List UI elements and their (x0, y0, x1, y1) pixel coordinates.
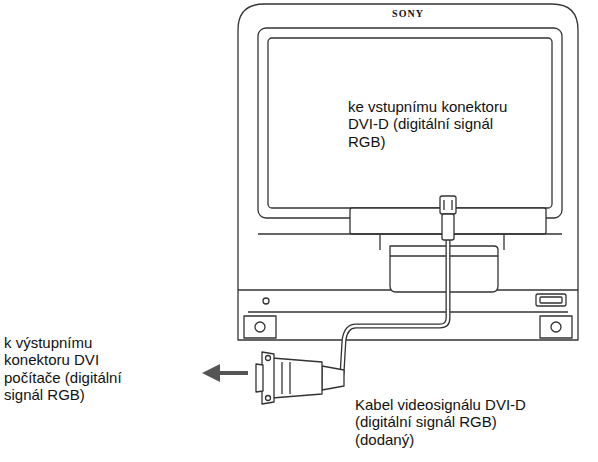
arrow-head (202, 364, 220, 382)
plug-screw (266, 396, 271, 401)
housing-seam (248, 311, 568, 312)
monitor-plug (440, 196, 456, 214)
output-connector-note: k výstupnímu konektoru DVI počítače (dig… (4, 334, 154, 403)
cable-holder (390, 246, 498, 292)
cable-holder-edge (390, 255, 498, 256)
brand-name: SONY (378, 9, 438, 19)
plug-screw (266, 356, 271, 361)
dvi-cable (342, 238, 448, 374)
power-switch (536, 294, 566, 306)
plug-grip (281, 362, 282, 394)
plug-screw (451, 200, 452, 210)
dvi-cable (342, 238, 448, 374)
indicator-hole (263, 298, 269, 304)
plug-screw (443, 200, 444, 210)
foot (540, 316, 572, 338)
foot (244, 316, 276, 338)
monitor-plug (442, 214, 454, 240)
plug-body (272, 358, 322, 398)
plug-grip (289, 362, 290, 394)
input-connector-note: ke vstupnímu konektoru DVI-D (digitální … (348, 98, 508, 150)
direction-arrow (202, 364, 248, 382)
rear-panel-inner (268, 38, 552, 208)
power-switch (540, 297, 562, 303)
foot-screw (551, 322, 561, 332)
plug-flange (262, 352, 274, 404)
cable-note: Kabel videosignálu DVI-D (digitální sign… (355, 396, 547, 448)
rear-panel (258, 28, 562, 218)
housing-seam (258, 233, 562, 234)
foot-screw (255, 322, 265, 332)
monitor-housing (238, 4, 578, 340)
strain-relief (322, 366, 344, 390)
plug-face (256, 364, 263, 392)
arrow-shaft (218, 371, 248, 375)
